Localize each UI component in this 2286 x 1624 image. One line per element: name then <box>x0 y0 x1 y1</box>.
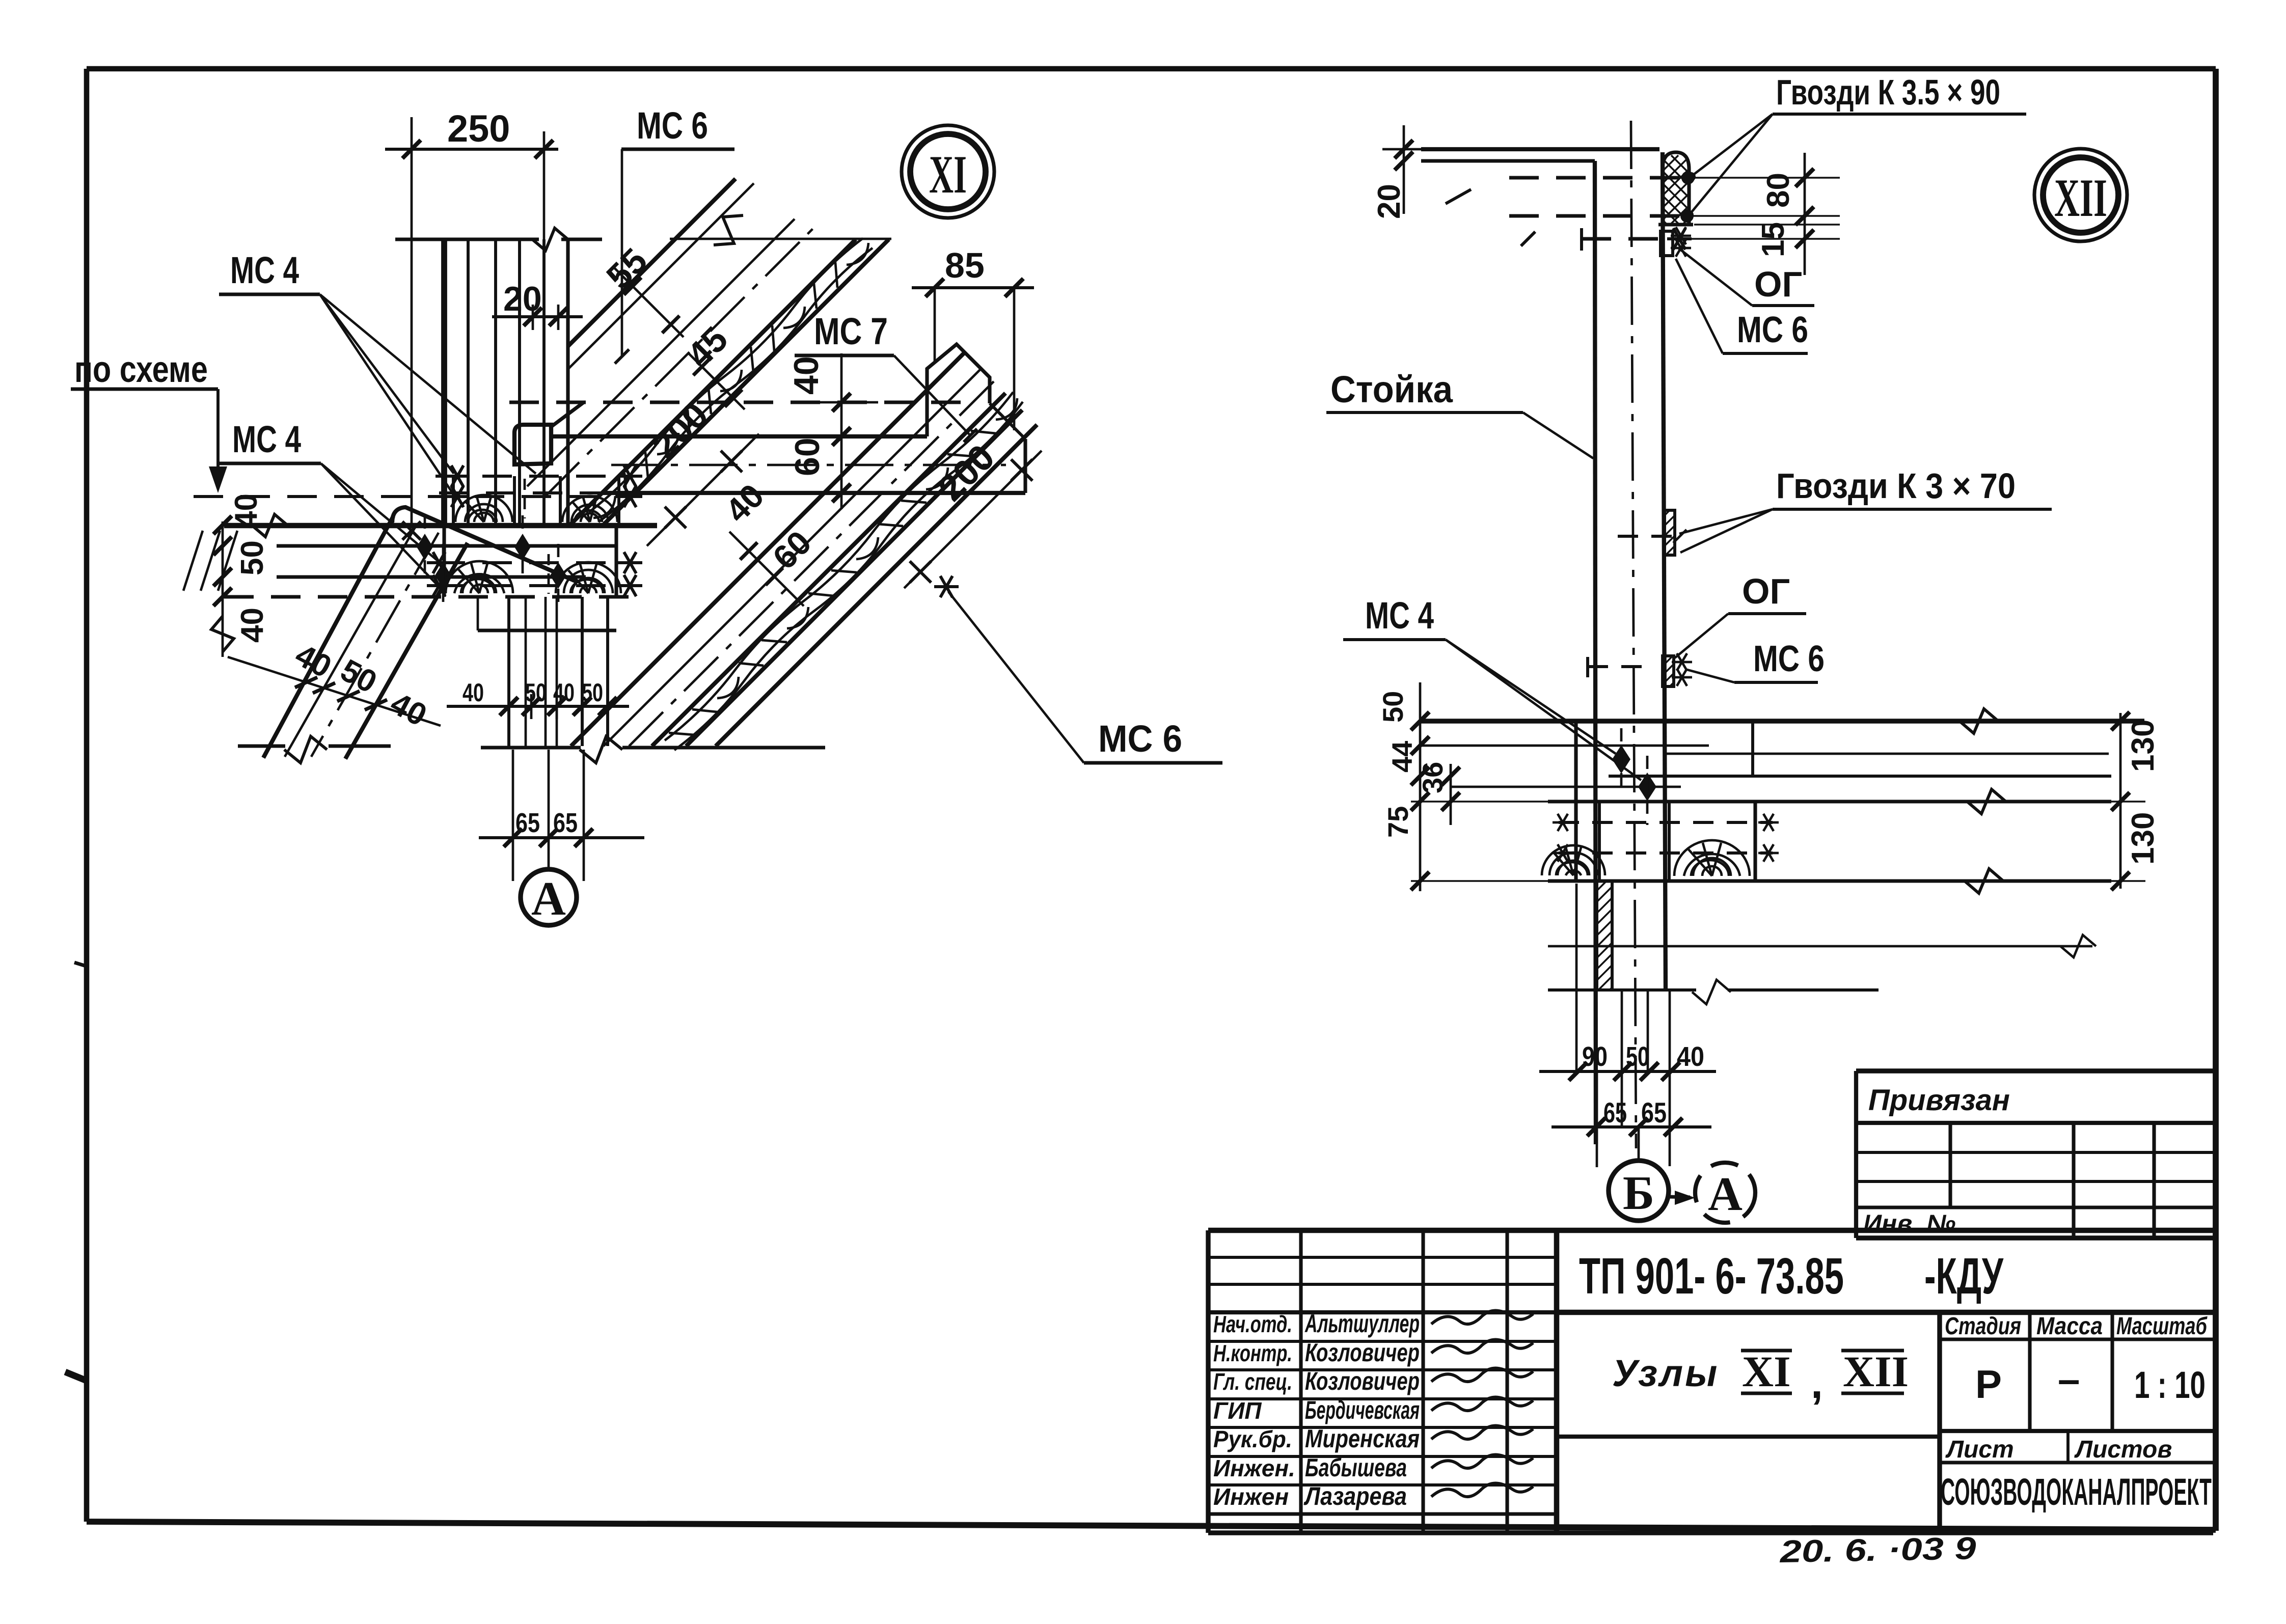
svg-text:40: 40 <box>235 608 270 643</box>
svg-text:Инжен: Инжен <box>1213 1483 1289 1510</box>
svg-text:-КДУ: -КДУ <box>1924 1248 2004 1305</box>
svg-text:Бабышева: Бабышева <box>1305 1453 1407 1482</box>
svg-text:Лазарева: Лазарева <box>1303 1482 1407 1510</box>
svg-text:Стадия: Стадия <box>1945 1313 2021 1340</box>
svg-text:Рук.бр.: Рук.бр. <box>1213 1426 1292 1452</box>
svg-text:МС 7: МС 7 <box>814 310 888 352</box>
svg-text:СОЮЗВОДОКАНАЛПРОЕКТ: СОЮЗВОДОКАНАЛПРОЕКТ <box>1941 1471 2212 1513</box>
svg-text:65: 65 <box>515 808 540 838</box>
svg-text:40: 40 <box>718 477 771 530</box>
svg-text:40: 40 <box>385 685 432 733</box>
svg-text:МС 6: МС 6 <box>1098 718 1182 760</box>
svg-text:200: 200 <box>644 395 717 467</box>
svg-text:85: 85 <box>945 245 985 285</box>
svg-text:130: 130 <box>2126 720 2161 772</box>
svg-text:Гвозди К 3 × 70: Гвозди К 3 × 70 <box>1776 466 2016 506</box>
svg-text:Альтшуллер: Альтшуллер <box>1304 1309 1420 1338</box>
svg-text:40: 40 <box>787 356 826 395</box>
svg-text:200: 200 <box>931 437 1003 509</box>
svg-text:Инжен.: Инжен. <box>1213 1455 1295 1481</box>
svg-text:–: – <box>2058 1357 2080 1401</box>
svg-text:Б: Б <box>1623 1167 1654 1220</box>
svg-text:Масштаб: Масштаб <box>2116 1313 2208 1340</box>
svg-text:Бердичевская: Бердичевская <box>1305 1396 1420 1424</box>
svg-text:65: 65 <box>1603 1096 1627 1128</box>
svg-text:65: 65 <box>553 808 578 838</box>
svg-text:50: 50 <box>525 678 547 707</box>
svg-text:60: 60 <box>788 437 827 476</box>
svg-text:XI: XI <box>1742 1347 1791 1396</box>
svg-text:МС 6: МС 6 <box>1737 310 1808 350</box>
svg-text:Гвозди К 3.5 × 90: Гвозди К 3.5 × 90 <box>1776 72 2000 112</box>
svg-text:40: 40 <box>462 678 484 707</box>
svg-text:50: 50 <box>1626 1041 1649 1072</box>
svg-text:50: 50 <box>1377 691 1409 723</box>
svg-text:250: 250 <box>447 107 510 150</box>
svg-text:1 : 10: 1 : 10 <box>2134 1364 2206 1406</box>
svg-text:55: 55 <box>598 240 655 296</box>
svg-text:Миренская: Миренская <box>1305 1424 1420 1453</box>
svg-text:МС 4: МС 4 <box>232 418 301 460</box>
svg-text:60: 60 <box>766 524 819 576</box>
svg-text:XII: XII <box>2054 168 2107 228</box>
svg-text:50: 50 <box>235 540 270 575</box>
svg-text:Инв. №: Инв. № <box>1863 1209 1955 1238</box>
svg-text:А: А <box>531 872 566 925</box>
svg-text:15: 15 <box>1756 222 1791 257</box>
svg-text:90: 90 <box>1582 1041 1608 1072</box>
svg-text:Масса: Масса <box>2036 1313 2103 1340</box>
svg-text:МС 4: МС 4 <box>1365 594 1434 637</box>
svg-text:Лист: Лист <box>1945 1436 2014 1463</box>
svg-text:Стойка: Стойка <box>1330 368 1453 410</box>
svg-text:Козловичер: Козловичер <box>1305 1338 1420 1367</box>
svg-text:36: 36 <box>1417 762 1449 793</box>
svg-text:Гл. спец.: Гл. спец. <box>1213 1368 1292 1395</box>
svg-text:ТП 901- 6- 73.85: ТП 901- 6- 73.85 <box>1579 1248 1844 1305</box>
svg-text:75: 75 <box>1382 806 1414 838</box>
svg-text:40: 40 <box>229 493 264 529</box>
svg-text:50: 50 <box>582 678 603 707</box>
svg-text:65: 65 <box>1641 1096 1667 1128</box>
svg-text:XI: XI <box>929 145 967 204</box>
svg-text:ОГ: ОГ <box>1754 264 1802 304</box>
svg-text:ГИП: ГИП <box>1213 1397 1262 1424</box>
svg-text:Листов: Листов <box>2074 1436 2172 1463</box>
svg-text:20: 20 <box>503 280 542 318</box>
svg-text:20: 20 <box>1372 184 1407 219</box>
svg-text:,: , <box>1811 1359 1823 1408</box>
svg-text:МС 6: МС 6 <box>637 104 708 147</box>
svg-text:А: А <box>1708 1168 1743 1221</box>
svg-text:МС 6: МС 6 <box>1753 639 1825 679</box>
svg-text:44: 44 <box>1386 741 1418 773</box>
svg-text:Привязан: Привязан <box>1868 1084 2010 1117</box>
svg-text:Узлы: Узлы <box>1612 1352 1719 1394</box>
svg-text:XII: XII <box>1843 1347 1909 1396</box>
svg-text:40: 40 <box>1677 1041 1704 1072</box>
svg-text:МС 4: МС 4 <box>230 249 299 291</box>
svg-text:130: 130 <box>2126 812 2161 865</box>
svg-text:Р: Р <box>1975 1362 2002 1407</box>
svg-text:Козловичер: Козловичер <box>1305 1367 1420 1395</box>
svg-text:80: 80 <box>1761 173 1796 208</box>
svg-text:Н.контр.: Н.контр. <box>1213 1340 1292 1366</box>
svg-text:ОГ: ОГ <box>1742 571 1790 611</box>
svg-text:20. 6. ·03 9: 20. 6. ·03 9 <box>1779 1531 1977 1570</box>
svg-text:Нач.отд.: Нач.отд. <box>1213 1311 1292 1337</box>
svg-text:по схеме: по схеме <box>74 349 208 390</box>
